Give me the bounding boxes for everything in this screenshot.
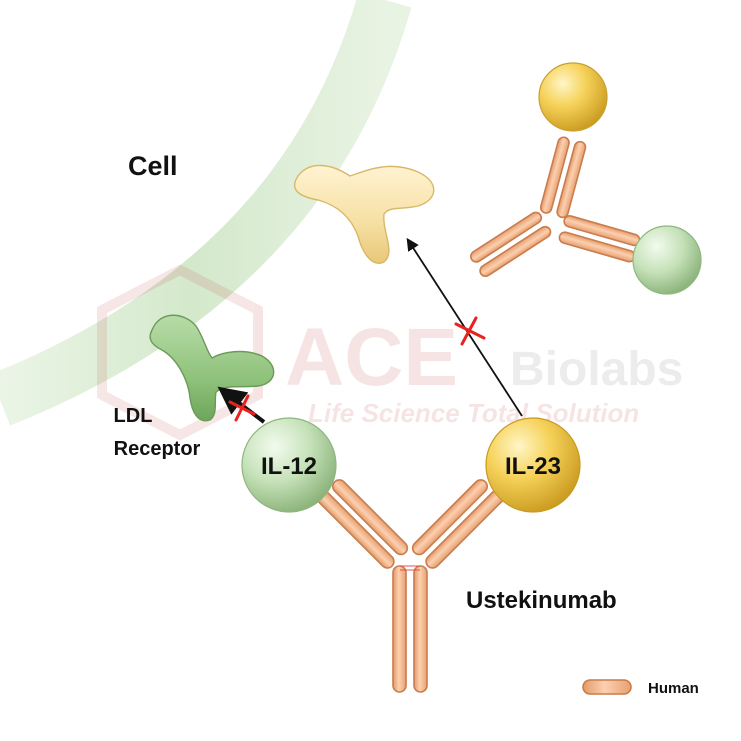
il23-ball: [485, 417, 581, 513]
il23-receptor: [293, 164, 435, 264]
antibody-top-right: [467, 62, 702, 295]
il12-ball: [241, 417, 337, 513]
watermark-tagline: Life Science Total Solution: [308, 398, 639, 428]
label-cell: Cell: [128, 151, 178, 181]
watermark-hexagon: [97, 264, 263, 441]
legend: Human: [582, 679, 699, 697]
ustekinumab-antibody: [241, 417, 581, 693]
label-ldl-line1: LDL: [114, 405, 153, 427]
watermark: ACE Biolabs Life Science Total Solution: [97, 264, 683, 441]
watermark-brand: ACE: [285, 312, 458, 403]
label-ustekinumab: Ustekinumab: [466, 587, 617, 614]
label-ldl-line2: Receptor: [114, 438, 201, 460]
block-mark-il12: [228, 394, 256, 422]
top-antibody-green-ball: [632, 225, 702, 295]
label-il12: IL-12: [261, 453, 317, 480]
label-il23: IL-23: [505, 453, 561, 480]
block-mark-il23: [454, 316, 486, 346]
legend-label: Human: [648, 680, 699, 697]
cell-membrane: [0, 0, 412, 426]
stem-chain-left: [392, 565, 407, 693]
top-antibody-yellow-ball: [538, 62, 608, 132]
legend-swatch: [582, 679, 632, 695]
watermark-brand2: Biolabs: [510, 343, 683, 396]
stem-chain-right: [413, 565, 428, 693]
